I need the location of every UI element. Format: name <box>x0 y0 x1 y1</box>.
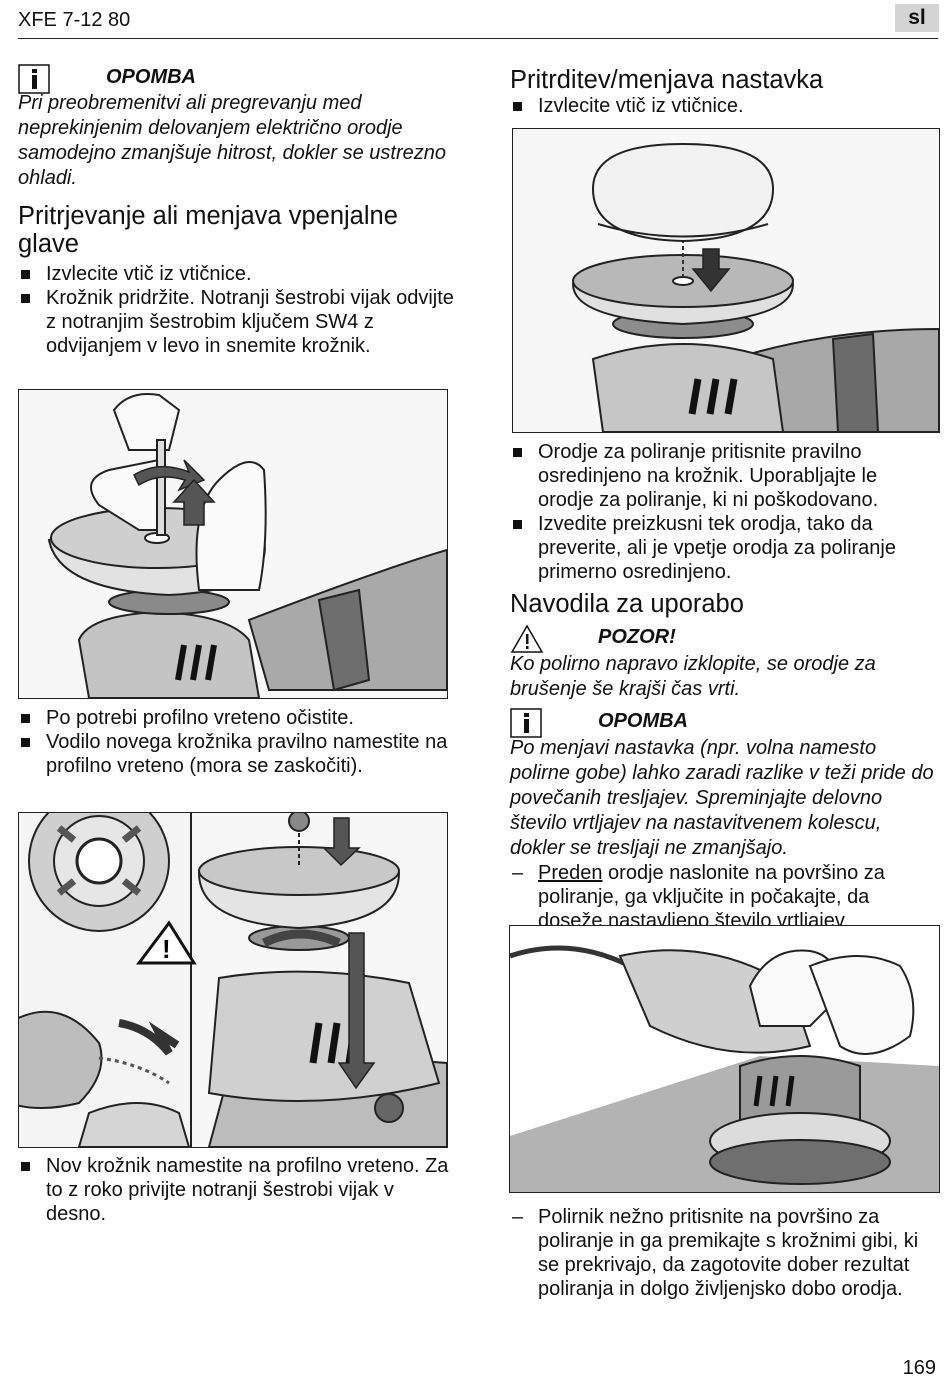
bullet-list: Izvlecite vtič iz vtičnice. <box>510 94 938 118</box>
list-item: Nov krožnik namestite na profilno vreten… <box>18 1154 458 1226</box>
section-attachment-head: Pritrditev/menjava nastavka Izvlecite vt… <box>510 66 938 118</box>
dash-list: Polirnik nežno pritisnite na površino za… <box>510 1205 938 1301</box>
note-heading: OPOMBA <box>18 64 458 96</box>
list-item: Izvlecite vtič iz vtičnice. <box>18 262 458 286</box>
section-polish-tip: Polirnik nežno pritisnite na površino za… <box>510 1205 938 1301</box>
bullet-list: Po potrebi profilno vreteno očistite. Vo… <box>18 706 458 778</box>
language-badge: sl <box>895 4 939 32</box>
section-usage: Navodila za uporabo POZOR! Ko polirno na… <box>510 590 938 933</box>
dash-list: Preden orodje naslonite na površino za p… <box>510 861 938 933</box>
list-item: Polirnik nežno pritisnite na površino za… <box>510 1205 938 1301</box>
list-item: Izvlecite vtič iz vtičnice. <box>510 94 938 118</box>
list-item: Krožnik pridržite. Notranji šestrobi vij… <box>18 286 458 358</box>
header-divider <box>18 38 938 39</box>
warning-icon <box>510 624 544 654</box>
section-clean-block: Po potrebi profilno vreteno očistite. Vo… <box>18 706 458 778</box>
caution-label: POZOR! <box>598 626 676 648</box>
caution-text: Ko polirno napravo izklopite, se orodje … <box>510 653 876 700</box>
bullet-list: Nov krožnik namestite na profilno vreten… <box>18 1154 458 1226</box>
section-title: Navodila za uporabo <box>510 590 744 618</box>
page-number: 169 <box>902 1357 936 1379</box>
note-text: Po menjavi nastavka (npr. volna namesto … <box>510 737 934 859</box>
document-title: XFE 7-12 80 <box>18 9 131 31</box>
figure-polishing-use <box>509 925 940 1193</box>
note-label: OPOMBA <box>106 66 196 88</box>
note-text: Pri preobremenitvi ali pregrevanju med n… <box>18 92 446 189</box>
left-note-block: OPOMBA Pri preobremenitvi ali pregrevanj… <box>18 64 458 191</box>
caution-heading: POZOR! <box>510 624 938 656</box>
list-item: Izvedite preizkusni tek orodja, tako da … <box>510 512 938 584</box>
info-icon <box>510 708 542 738</box>
bullet-list: Izvlecite vtič iz vtičnice. Krožnik prid… <box>18 262 458 358</box>
section-title: Pritrjevanje ali menjava vpenjalne glave <box>18 202 398 258</box>
list-item: Preden orodje naslonite na površino za p… <box>510 861 938 933</box>
info-icon <box>18 64 50 94</box>
note-label: OPOMBA <box>598 710 688 732</box>
svg-text:!: ! <box>162 934 171 964</box>
list-item: Orodje za poliranje pritisnite pravilno … <box>510 440 938 512</box>
section-title: Pritrditev/menjava nastavka <box>510 66 824 94</box>
list-item: Po potrebi profilno vreteno očistite. <box>18 706 458 730</box>
underlined-word: Preden <box>538 862 603 884</box>
section-fit-sponge: Orodje za poliranje pritisnite pravilno … <box>510 440 938 584</box>
note-heading: OPOMBA <box>510 708 938 740</box>
section-mount-block: Nov krožnik namestite na profilno vreten… <box>18 1154 458 1226</box>
bullet-list: Orodje za poliranje pritisnite pravilno … <box>510 440 938 584</box>
figure-attach-sponge <box>512 128 940 433</box>
section-clamp-head: Pritrjevanje ali menjava vpenjalne glave… <box>18 202 458 358</box>
list-item: Vodilo novega krožnika pravilno namestit… <box>18 730 458 778</box>
figure-fit-plate: ! <box>18 812 448 1148</box>
figure-remove-plate <box>18 389 448 699</box>
